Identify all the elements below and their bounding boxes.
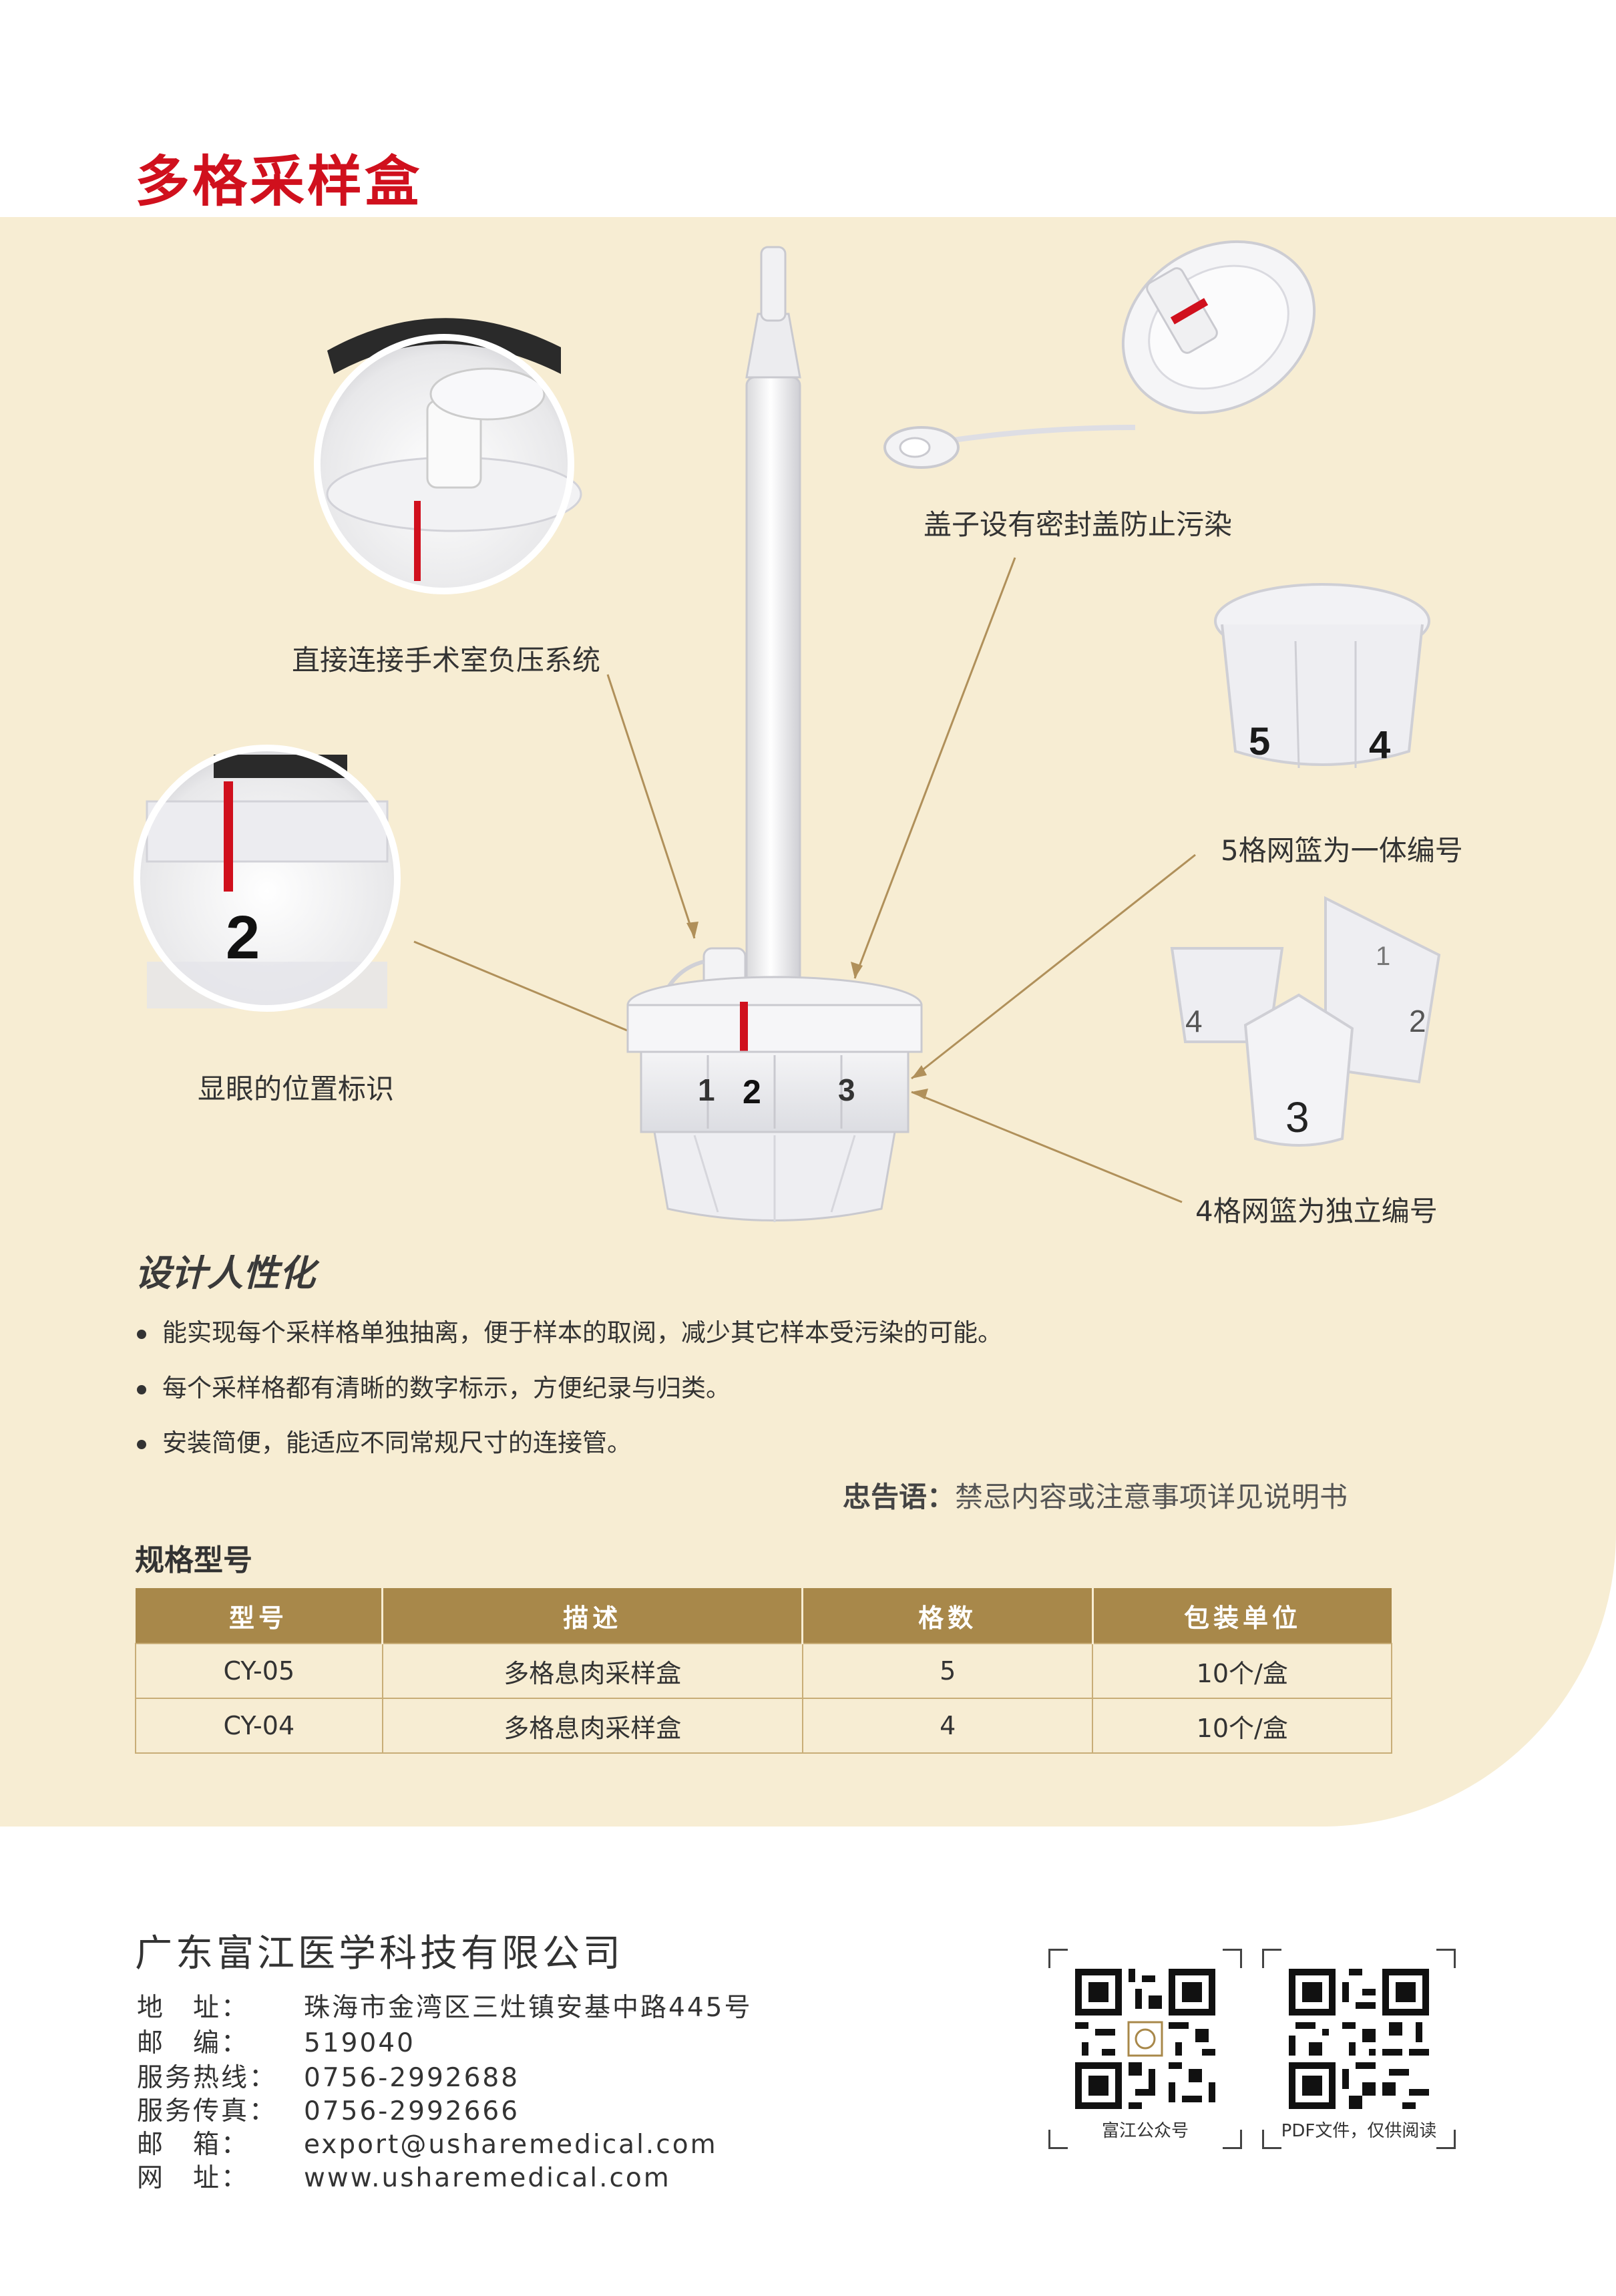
line-basket5 (911, 853, 1196, 1080)
bullet-dot (137, 1439, 146, 1449)
cap-image (883, 240, 1316, 469)
column-header: 包装单位 (1092, 1588, 1392, 1644)
callout-position-mark: 显眼的位置标识 (198, 1073, 395, 1105)
product-illustration: 1 2 3 2 5 (134, 240, 1441, 1222)
frame-corner (1223, 2130, 1242, 2149)
basket4-number-1: 1 (1376, 942, 1390, 971)
contact-label: 邮 箱： (137, 2130, 250, 2160)
callout-direct-connect: 直接连接手术室负压系统 (292, 644, 601, 677)
bullet-text: 每个采样格都有清晰的数字标示，方便纪录与归类。 (162, 1374, 731, 1402)
contact-value: 0756-2992666 (304, 2096, 520, 2126)
basket4-number-3: 3 (1285, 1093, 1309, 1141)
table-cell-grid-count: 5 (801, 1643, 1094, 1699)
contact-label: 服务传真： (137, 2096, 278, 2126)
basket5-image: 5 4 (1214, 583, 1430, 769)
qr-block-pdf: PDF文件，仅供阅读 (1262, 1949, 1456, 2149)
bullet-dot (137, 1384, 146, 1394)
contact-address: 地 址： 珠海市金湾区三灶镇安基中路445号 (137, 1987, 752, 2024)
contact-label: 服务热线： (137, 2063, 278, 2093)
arrow-head (912, 1065, 927, 1079)
line-direct-connect (606, 674, 696, 939)
bullet-dot (137, 1329, 146, 1339)
arrow-head (851, 962, 863, 978)
contact-label: 地 址： (137, 1993, 250, 2023)
line-cap-seal (853, 557, 1016, 979)
design-bullet: 每个采样格都有清晰的数字标示，方便纪录与归类。 (137, 1368, 731, 1404)
line-basket4 (911, 1091, 1183, 1203)
callout-basket5: 5格网篮为一体编号 (1221, 834, 1463, 867)
contact-value[interactable]: export@usharemedical.com (304, 2130, 718, 2160)
table-row: CY-04 多格息肉采样盒 4 10个/盒 (135, 1698, 1392, 1754)
qr-code-pdf[interactable] (1289, 1969, 1429, 2109)
qr-code-wechat[interactable] (1075, 1969, 1215, 2109)
frame-corner (1048, 2130, 1068, 2149)
chamber-number-1: 1 (698, 1073, 715, 1107)
table-header-row: 型号 描述 格数 包装单位 (136, 1588, 1392, 1644)
contact-postcode: 邮 编： 519040 (137, 2022, 415, 2060)
bullet-text: 能实现每个采样格单独抽离，便于样本的取阅，减少其它样本受污染的可能。 (162, 1318, 1002, 1347)
callout-basket4: 4格网篮为独立编号 (1195, 1195, 1438, 1227)
zoom-circle-label: 2 (134, 745, 401, 1012)
page-title: 多格采样盒 (135, 150, 423, 214)
design-heading: 设计人性化 (135, 1252, 315, 1294)
zoom-number-2: 2 (226, 904, 260, 972)
basket5-number-4: 4 (1369, 723, 1390, 767)
frame-corner (1048, 1949, 1068, 1968)
zoom-circle-connector (314, 318, 582, 594)
contact-value[interactable]: www.usharemedical.com (304, 2163, 671, 2193)
table-cell-package: 10个/盒 (1092, 1698, 1392, 1754)
contact-value: 珠海市金湾区三灶镇安基中路445号 (304, 1993, 753, 2023)
contact-hotline: 服务热线： 0756-2992688 (137, 2057, 520, 2094)
column-header: 描述 (382, 1588, 804, 1644)
warning-label: 忠告语： (843, 1481, 956, 1513)
design-bullet: 能实现每个采样格单独抽离，便于样本的取阅，减少其它样本受污染的可能。 (137, 1312, 1002, 1348)
frame-corner (1223, 1949, 1242, 1968)
table-cell-model: CY-05 (135, 1643, 383, 1699)
basket5-number-5: 5 (1249, 720, 1270, 763)
contact-value: 519040 (304, 2028, 415, 2058)
company-name: 广东富江医学科技有限公司 (135, 1932, 624, 1975)
contact-email[interactable]: 邮 箱： export@usharemedical.com (137, 2124, 718, 2161)
frame-corner (1436, 2130, 1456, 2149)
basket4-number-4: 4 (1185, 1004, 1203, 1038)
table-cell-model: CY-04 (135, 1698, 383, 1754)
qr-caption-pdf: PDF文件，仅供阅读 (1281, 2121, 1437, 2141)
main-device: 1 2 3 (626, 246, 923, 1222)
contact-value: 0756-2992688 (304, 2063, 520, 2093)
contact-label: 邮 编： (137, 2028, 250, 2058)
warning-text: 禁忌内容或注意事项详见说明书 (955, 1481, 1348, 1513)
warning-note: 忠告语：禁忌内容或注意事项详见说明书 (843, 1475, 1348, 1515)
arrow-head (912, 1089, 928, 1099)
contact-fax: 服务传真： 0756-2992666 (137, 2090, 520, 2128)
table-cell-description: 多格息肉采样盒 (381, 1643, 803, 1699)
table-row: CY-05 多格息肉采样盒 5 10个/盒 (135, 1643, 1392, 1699)
chamber-number-2: 2 (743, 1073, 761, 1111)
qr-block-wechat: 富江公众号 (1048, 1949, 1242, 2149)
contact-website[interactable]: 网 址： www.usharemedical.com (137, 2157, 671, 2194)
spec-heading: 规格型号 (135, 1543, 252, 1577)
bullet-text: 安装简便，能适应不同常规尺寸的连接管。 (162, 1428, 632, 1457)
table-cell-description: 多格息肉采样盒 (381, 1698, 803, 1754)
frame-corner (1436, 1949, 1456, 1968)
basket4-image: 4 1 2 3 (1170, 896, 1441, 1147)
frame-corner (1262, 2130, 1281, 2149)
arrow-head (686, 922, 698, 938)
callout-cap-seal: 盖子设有密封盖防止污染 (924, 508, 1233, 541)
design-bullet: 安装简便，能适应不同常规尺寸的连接管。 (137, 1422, 632, 1459)
table-cell-grid-count: 4 (801, 1698, 1094, 1754)
spec-table: 型号 描述 格数 包装单位 CY-05 多格息肉采样盒 5 10个/盒 CY-0… (135, 1588, 1392, 1754)
frame-corner (1262, 1949, 1281, 1968)
column-header: 格数 (802, 1588, 1094, 1644)
contact-label: 网 址： (137, 2163, 250, 2193)
chamber-number-3: 3 (838, 1073, 855, 1107)
qr-caption-wechat: 富江公众号 (1101, 2121, 1189, 2141)
column-header: 型号 (136, 1588, 384, 1644)
basket4-number-2: 2 (1409, 1004, 1426, 1038)
table-cell-package: 10个/盒 (1092, 1643, 1392, 1699)
